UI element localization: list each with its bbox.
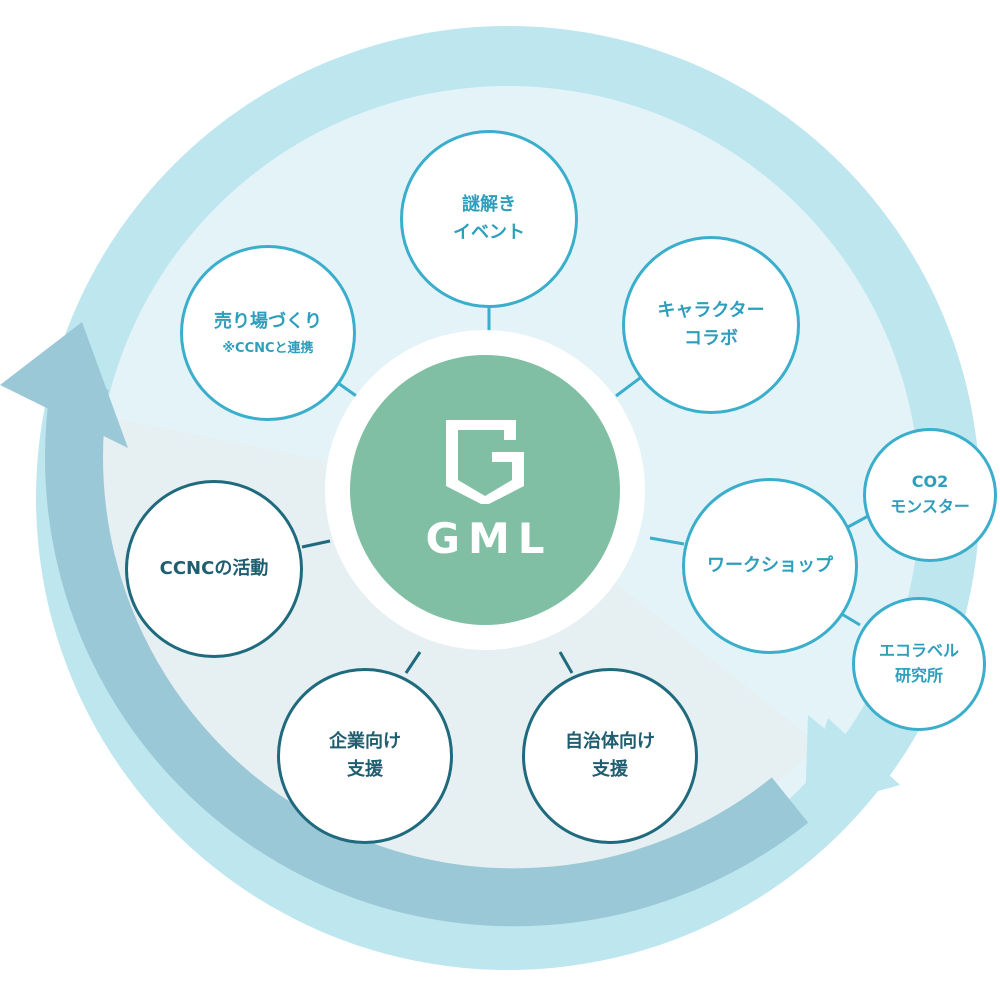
node-jichitai: 自治体向け 支援 xyxy=(522,668,698,844)
node-jichitai-line1: 自治体向け xyxy=(565,731,655,753)
node-ecolabel: エコラベル 研究所 xyxy=(852,597,986,731)
node-co2-line1: CO2 xyxy=(911,472,949,492)
node-kigyo-line1: 企業向け xyxy=(329,731,401,753)
hub-circle: GML xyxy=(350,355,620,625)
return-arrow-head xyxy=(0,322,128,448)
node-jichitai-line2: 支援 xyxy=(592,759,628,780)
node-uriba: 売り場づくり ※CCNCと連携 xyxy=(180,245,356,421)
node-ecolabel-line1: エコラベル xyxy=(878,641,959,661)
g-logo-icon xyxy=(446,419,524,504)
node-kigyo: 企業向け 支援 xyxy=(277,668,453,844)
node-nazotoki-line2: イベント xyxy=(453,222,525,243)
node-character: キャラクター コラボ xyxy=(622,236,800,414)
node-character-line2: コラボ xyxy=(684,328,738,349)
return-arc xyxy=(45,380,809,927)
node-uriba-line1: 売り場づくり xyxy=(214,310,322,332)
hub-ring: GML xyxy=(325,330,645,650)
node-workshop: ワークショップ xyxy=(682,478,858,654)
connector-jichitai xyxy=(558,651,574,674)
connector-workshop xyxy=(649,536,685,546)
node-workshop-line1: ワークショップ xyxy=(707,555,833,577)
node-co2: CO2 モンスター xyxy=(863,428,997,562)
brand-name: GML xyxy=(425,513,553,563)
node-nazotoki-line1: 謎解き xyxy=(462,194,516,216)
node-character-line1: キャラクター xyxy=(657,300,765,322)
connector-ccnc xyxy=(301,539,331,549)
node-kigyo-line2: 支援 xyxy=(347,759,383,780)
cycle-arrow-head-2 xyxy=(805,715,880,810)
node-nazotoki: 謎解き イベント xyxy=(400,130,578,308)
connector-kigyo xyxy=(404,651,422,674)
node-ccnc: CCNCの活動 xyxy=(125,480,303,658)
node-co2-line2: モンスター xyxy=(890,497,970,516)
node-ecolabel-line2: 研究所 xyxy=(894,666,943,685)
node-ccnc-line1: CCNCの活動 xyxy=(159,558,269,580)
connector-character xyxy=(615,376,641,398)
node-uriba-sub: ※CCNCと連携 xyxy=(222,340,314,356)
connector-ecolabel xyxy=(839,611,861,627)
